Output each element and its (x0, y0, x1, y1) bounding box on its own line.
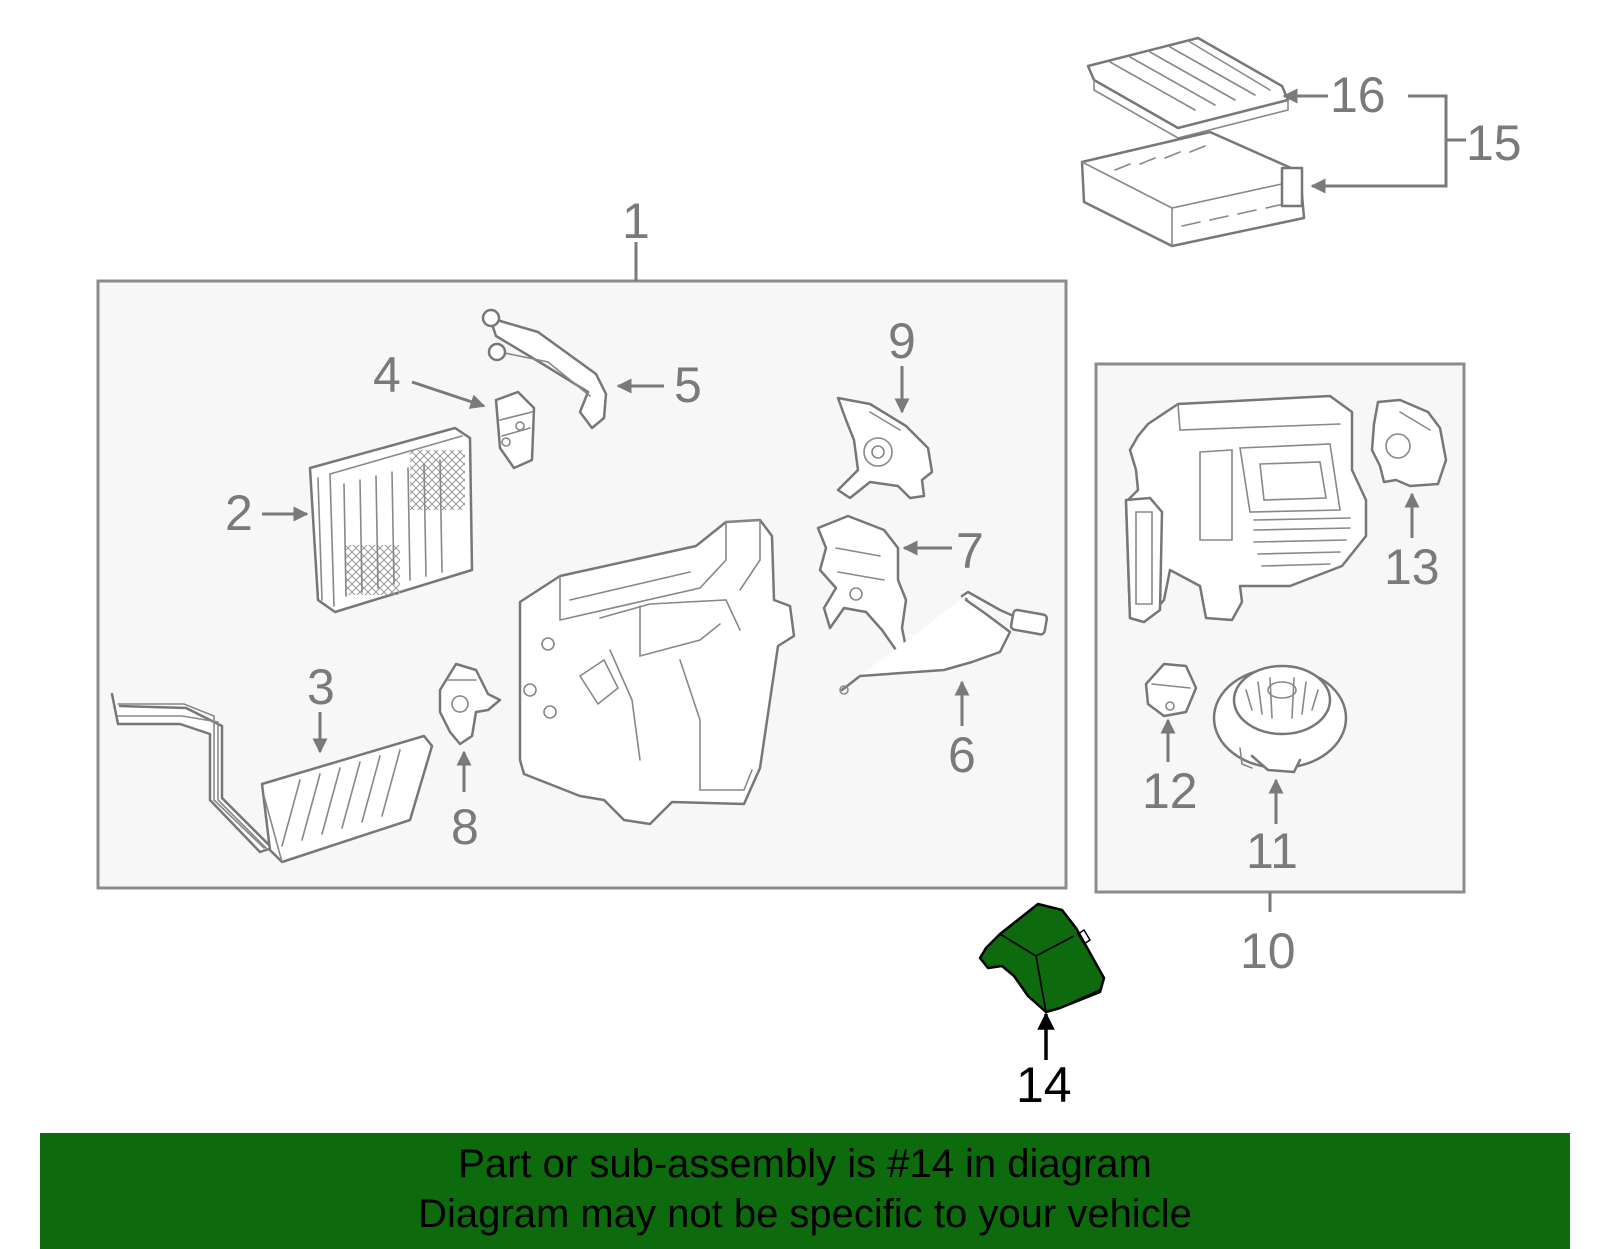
resistor-part-12 (1144, 662, 1198, 718)
callout-8: 8 (451, 799, 479, 855)
blower-case (1124, 394, 1368, 624)
callout-5: 5 (674, 357, 702, 413)
actuator-part-13 (1370, 398, 1448, 488)
callout-3: 3 (307, 659, 335, 715)
callout-7: 7 (956, 523, 984, 579)
callout-12: 12 (1142, 763, 1198, 819)
callout-15: 15 (1466, 115, 1522, 171)
pipe-assembly-part-5 (481, 308, 608, 430)
sensor-part-6 (839, 590, 1049, 695)
blower-motor-part-11 (1212, 664, 1348, 774)
hvac-case (518, 518, 796, 826)
callout-13: 13 (1384, 539, 1440, 595)
actuator-part-9 (836, 396, 934, 500)
callout-11: 11 (1246, 823, 1298, 879)
callout-4: 4 (373, 347, 401, 403)
filter-housing-part-15 (1080, 130, 1306, 248)
callout-9: 9 (888, 313, 916, 369)
info-banner: Part or sub-assembly is #14 in diagram D… (40, 1133, 1570, 1249)
expansion-valve-part-4 (494, 390, 536, 470)
air-filter-part-16 (1086, 36, 1290, 139)
callout-14: 14 (1016, 1057, 1072, 1113)
actuator-part-7 (816, 514, 908, 652)
banner-line-2: Diagram may not be specific to your vehi… (418, 1192, 1192, 1236)
leader-4 (411, 380, 486, 409)
banner-line-1: Part or sub-assembly is #14 in diagram (458, 1142, 1152, 1186)
callout-2: 2 (225, 485, 253, 541)
evaporator-part-2 (308, 426, 474, 614)
callout-1: 1 (622, 193, 650, 249)
heater-core-part-3 (110, 692, 434, 864)
highlighted-part-14[interactable] (978, 902, 1106, 1014)
callout-6: 6 (948, 727, 976, 783)
actuator-part-8 (438, 662, 502, 746)
callout-10: 10 (1240, 923, 1296, 979)
callout-16: 16 (1330, 67, 1386, 123)
